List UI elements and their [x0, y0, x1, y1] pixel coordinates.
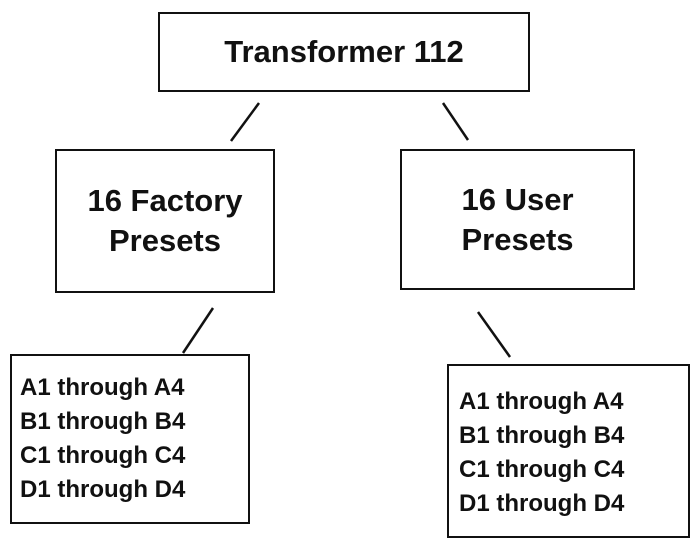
factory-preset-ranges: A1 through A4 B1 through B4 C1 through C…: [10, 354, 250, 524]
factory-presets-node: 16 Factory Presets: [55, 149, 275, 293]
user-title-line-2: Presets: [461, 221, 574, 257]
range-item: D1 through D4: [20, 476, 186, 503]
root-node-transformer: Transformer 112: [158, 12, 530, 92]
user-preset-ranges: A1 through A4 B1 through B4 C1 through C…: [447, 364, 690, 538]
factory-title-line-1: 16 Factory: [87, 183, 243, 218]
range-item: C1 through C4: [20, 442, 186, 469]
range-item: A1 through A4: [459, 388, 624, 415]
factory-title-line-2: Presets: [108, 223, 221, 258]
range-item: B1 through B4: [20, 408, 186, 435]
range-item: C1 through C4: [459, 456, 625, 483]
root-title: Transformer 112: [224, 34, 464, 69]
connector-user-list: [476, 311, 512, 358]
connector-root-user: [441, 102, 470, 141]
range-item: B1 through B4: [459, 422, 625, 449]
connector-factory-list: [181, 307, 215, 354]
range-item: D1 through D4: [459, 490, 625, 517]
user-presets-node: 16 User Presets: [400, 149, 635, 290]
user-title-line-1: 16 User: [461, 181, 574, 217]
connector-root-factory: [229, 102, 261, 142]
range-item: A1 through A4: [20, 374, 185, 401]
